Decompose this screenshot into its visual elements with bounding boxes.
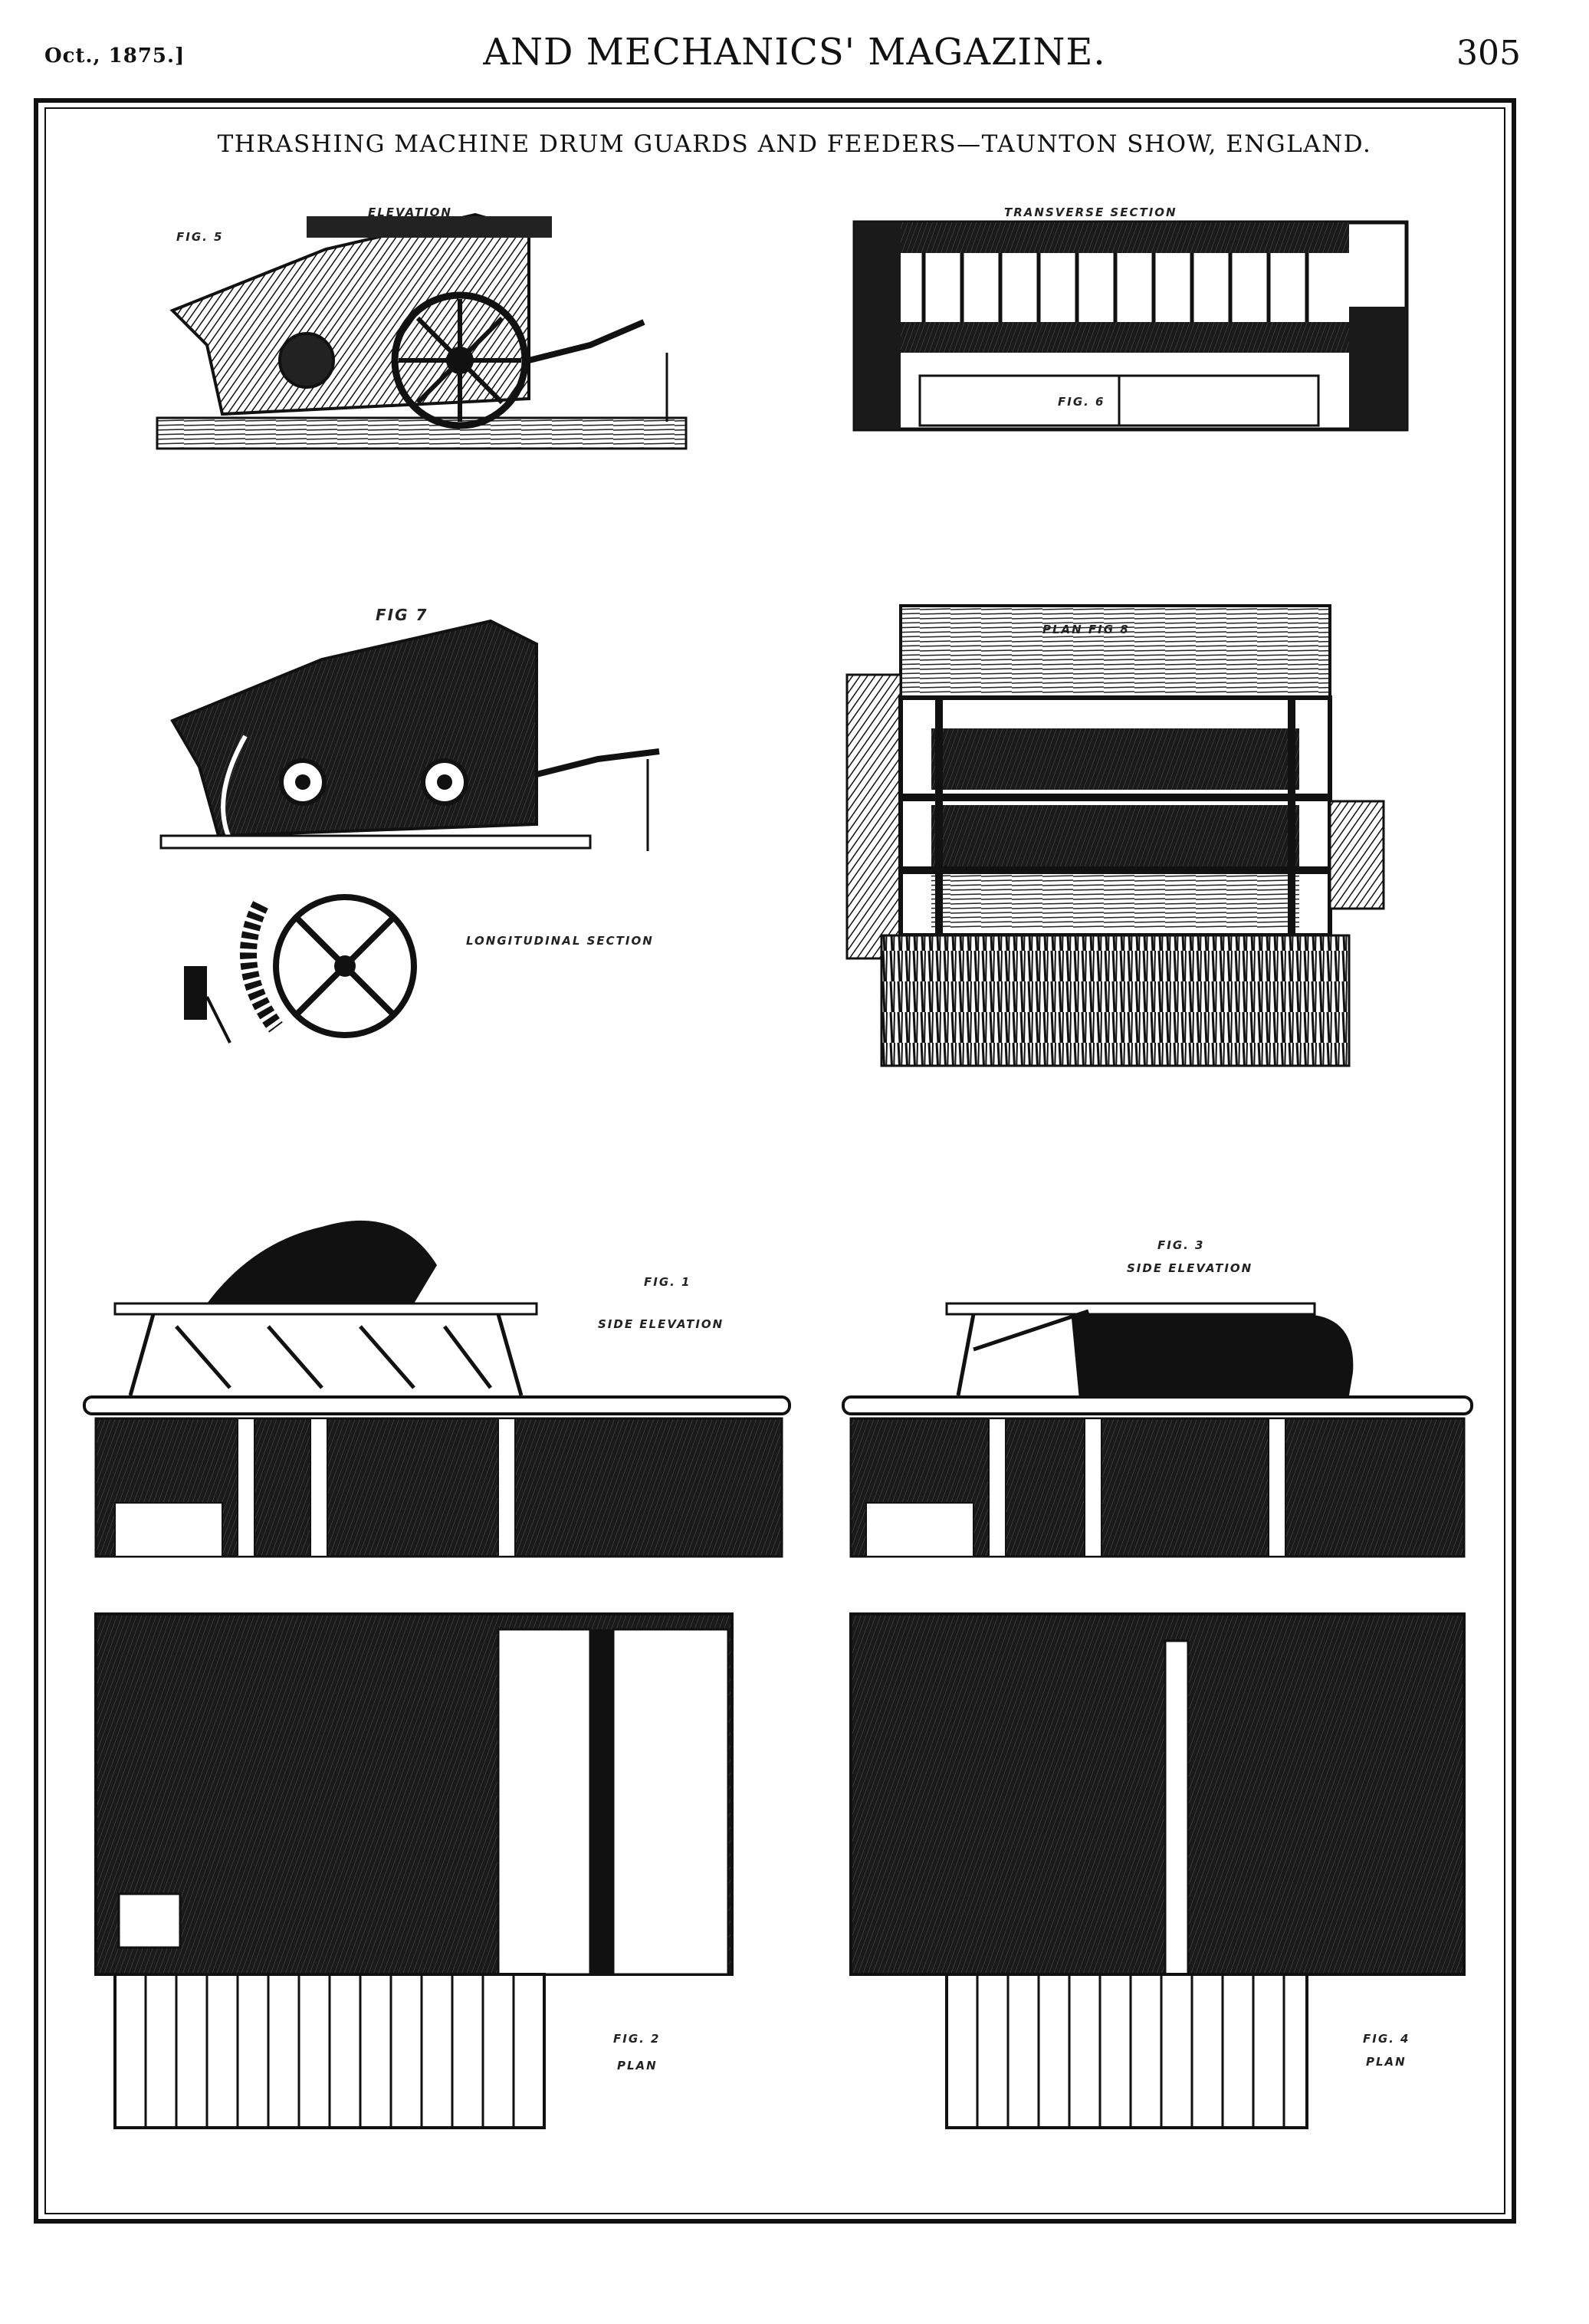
running-title: AND MECHANICS' MAGAZINE.: [483, 31, 1106, 74]
fig5-drawing: [156, 212, 688, 450]
fig7-number: FIG 7: [376, 606, 428, 624]
fig3-drawing: [842, 1302, 1473, 1558]
plate-border: [34, 98, 1516, 2224]
fig6-drawing: [852, 220, 1409, 432]
fig7-drawing: [159, 619, 660, 1044]
fig6-number: FIG. 6: [1058, 395, 1105, 409]
fig8-number: PLAN FIG 8: [1042, 623, 1130, 636]
fig4-number: FIG. 4: [1363, 2032, 1410, 2046]
fig3-caption: SIDE ELEVATION: [1127, 1261, 1253, 1275]
fig1-caption: SIDE ELEVATION: [598, 1317, 724, 1331]
plate-inner-border: [44, 107, 1505, 2214]
fig2-number: FIG. 2: [613, 2032, 661, 2046]
fig6-caption: TRANSVERSE SECTION: [1004, 205, 1177, 219]
fig5-caption: ELEVATION: [368, 205, 452, 219]
fig2-caption: PLAN: [617, 2059, 658, 2073]
fig8-drawing: [845, 604, 1385, 1067]
issue-date: Oct., 1875.]: [44, 44, 185, 67]
fig1-number: FIG. 1: [644, 1275, 691, 1289]
fig7-caption: LONGITUDINAL SECTION: [466, 934, 654, 948]
fig2-drawing: [94, 1612, 734, 2129]
fig5-number: FIG. 5: [176, 230, 224, 244]
fig1-drawing: [83, 1220, 791, 1558]
fig4-drawing: [849, 1612, 1466, 2129]
fig3-number: FIG. 3: [1157, 1238, 1205, 1252]
page-header: Oct., 1875.] AND MECHANICS' MAGAZINE. 30…: [0, 0, 1589, 84]
fig4-caption: PLAN: [1366, 2055, 1407, 2069]
plate-title: THRASHING MACHINE DRUM GUARDS AND FEEDER…: [217, 130, 1372, 158]
page-number: 305: [1456, 34, 1521, 73]
